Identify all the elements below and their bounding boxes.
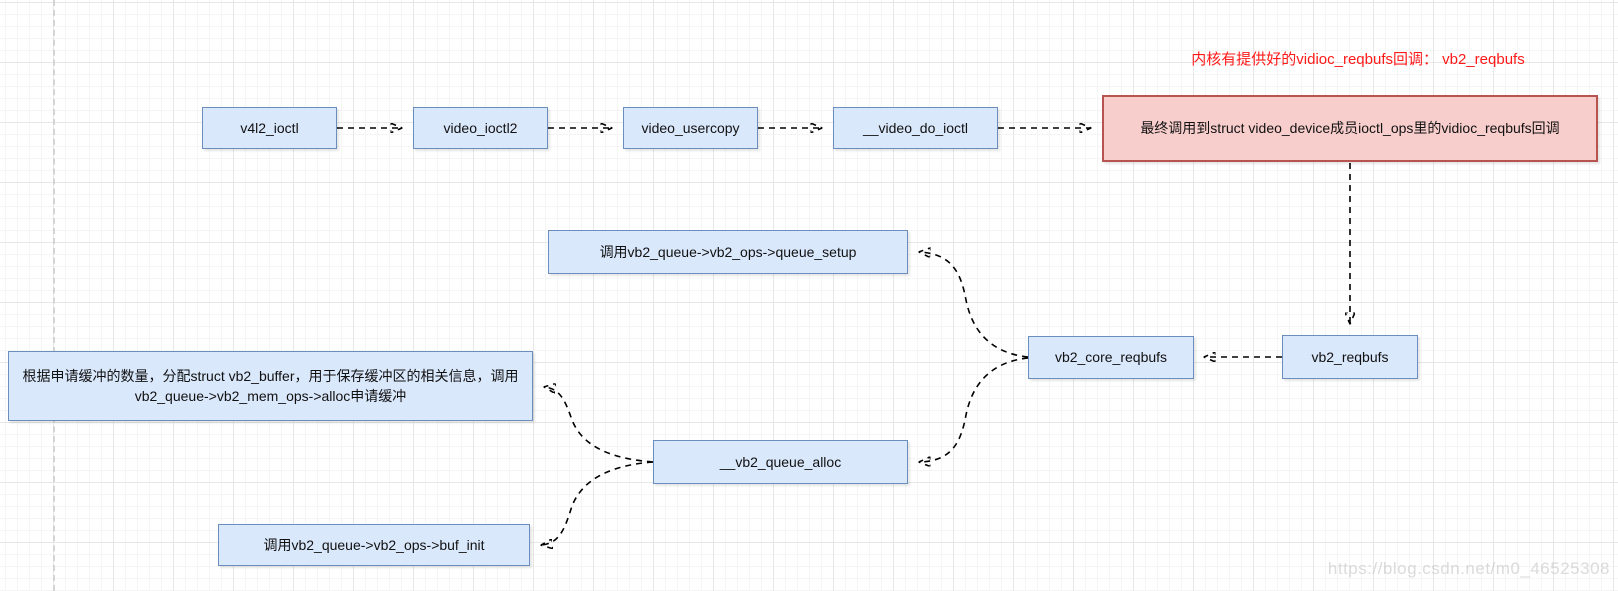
node-buf-init: 调用vb2_queue->vb2_ops->buf_init <box>218 524 530 566</box>
node-alloc-description: 根据申请缓冲的数量，分配struct vb2_buffer，用于保存缓冲区的相关… <box>8 351 533 421</box>
node-vb2-core-reqbufs: vb2_core_reqbufs <box>1028 336 1194 379</box>
node-v4l2-ioctl: v4l2_ioctl <box>202 107 337 149</box>
node-video-ioctl2: video_ioctl2 <box>413 107 548 149</box>
node-vb2-reqbufs: vb2_reqbufs <box>1282 335 1418 379</box>
arrow-queue-alloc-to-buf-init <box>542 461 654 545</box>
arrow-core-reqbufs-to-queue-alloc <box>920 357 1029 462</box>
arrow-core-reqbufs-to-queue-setup <box>920 252 1029 358</box>
page-boundary-line <box>53 0 55 591</box>
kernel-callback-annotation: 内核有提供好的vidioc_reqbufs回调： vb2_reqbufs <box>1191 51 1525 68</box>
node-video-do-ioctl: __video_do_ioctl <box>833 107 998 149</box>
node-vb2-queue-alloc: __vb2_queue_alloc <box>653 440 908 484</box>
node-queue-setup: 调用vb2_queue->vb2_ops->queue_setup <box>548 230 908 274</box>
node-video-usercopy: video_usercopy <box>623 107 758 149</box>
arrow-queue-alloc-to-alloc-desc <box>545 387 654 463</box>
node-ioctl-ops-callback: 最终调用到struct video_device成员ioctl_ops里的vid… <box>1102 95 1598 162</box>
csdn-watermark: https://blog.csdn.net/m0_46525308 <box>1327 559 1610 578</box>
